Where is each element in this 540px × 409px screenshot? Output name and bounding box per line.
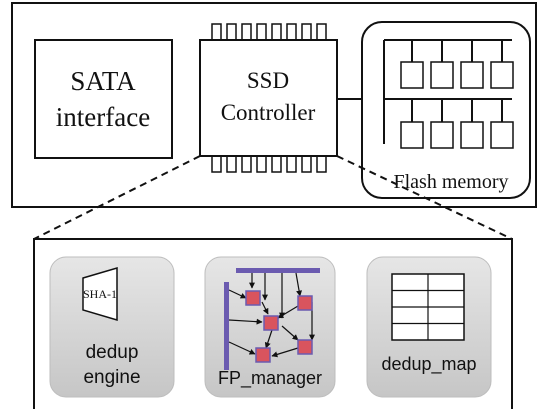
controller-pins-bottom <box>211 155 327 173</box>
controller-pin <box>241 155 252 173</box>
dedup-engine-module <box>49 256 175 398</box>
controller-pin <box>316 155 327 173</box>
controller-pin <box>286 155 297 173</box>
dedup-map-table-icon <box>391 273 465 341</box>
dedup-engine-label-line2: engine <box>83 367 140 388</box>
flash-chip <box>400 121 424 149</box>
flash-bus-lines <box>383 39 512 144</box>
zoom-line-right <box>336 155 513 240</box>
flash-chip <box>460 61 484 89</box>
controller-pin <box>211 155 222 173</box>
flash-chip <box>490 61 514 89</box>
flash-chip <box>490 121 514 149</box>
sata-label-line2: interface <box>56 102 150 132</box>
controller-label-line2: Controller <box>221 100 316 125</box>
zoom-detail-box <box>33 238 513 409</box>
flash-chip <box>460 121 484 149</box>
sata-interface-box <box>34 39 173 159</box>
fp-node <box>263 315 279 331</box>
fp-node <box>245 290 261 306</box>
controller-pin <box>211 23 222 41</box>
fp-manager-graph-icon <box>224 268 320 370</box>
controller-pin <box>301 155 312 173</box>
hash-function-icon <box>82 266 118 322</box>
flash-chip <box>430 121 454 149</box>
ssd-controller-box <box>199 39 338 157</box>
flash-chip <box>430 61 454 89</box>
controller-pins-top <box>211 23 327 41</box>
sata-label-line1: SATA <box>70 66 136 96</box>
controller-pin <box>226 23 237 41</box>
dedup-map-label: dedup_map <box>381 354 476 375</box>
controller-pin <box>286 23 297 41</box>
fp-node <box>255 347 271 363</box>
fp-top-bar <box>236 268 320 273</box>
fp-left-bar <box>224 282 229 370</box>
controller-pin <box>256 155 267 173</box>
hash-icon-text: SHA-1 <box>83 287 117 301</box>
controller-label-line1: SSD <box>247 68 289 93</box>
dedup-engine-label-line1: dedup <box>86 342 139 363</box>
controller-pin <box>301 23 312 41</box>
controller-pin <box>316 23 327 41</box>
flash-chip <box>400 61 424 89</box>
controller-pin <box>226 155 237 173</box>
controller-pin <box>271 23 282 41</box>
fp-manager-label: FP_manager <box>218 368 322 389</box>
ssd-outer-box <box>11 2 537 208</box>
controller-pin <box>241 23 252 41</box>
fp-node <box>297 295 313 311</box>
zoom-line-left <box>33 155 201 240</box>
flash-memory-label: Flash memory <box>394 171 509 193</box>
fp-node <box>297 339 313 355</box>
controller-pin <box>256 23 267 41</box>
flash-chips <box>400 40 514 149</box>
controller-pin <box>271 155 282 173</box>
